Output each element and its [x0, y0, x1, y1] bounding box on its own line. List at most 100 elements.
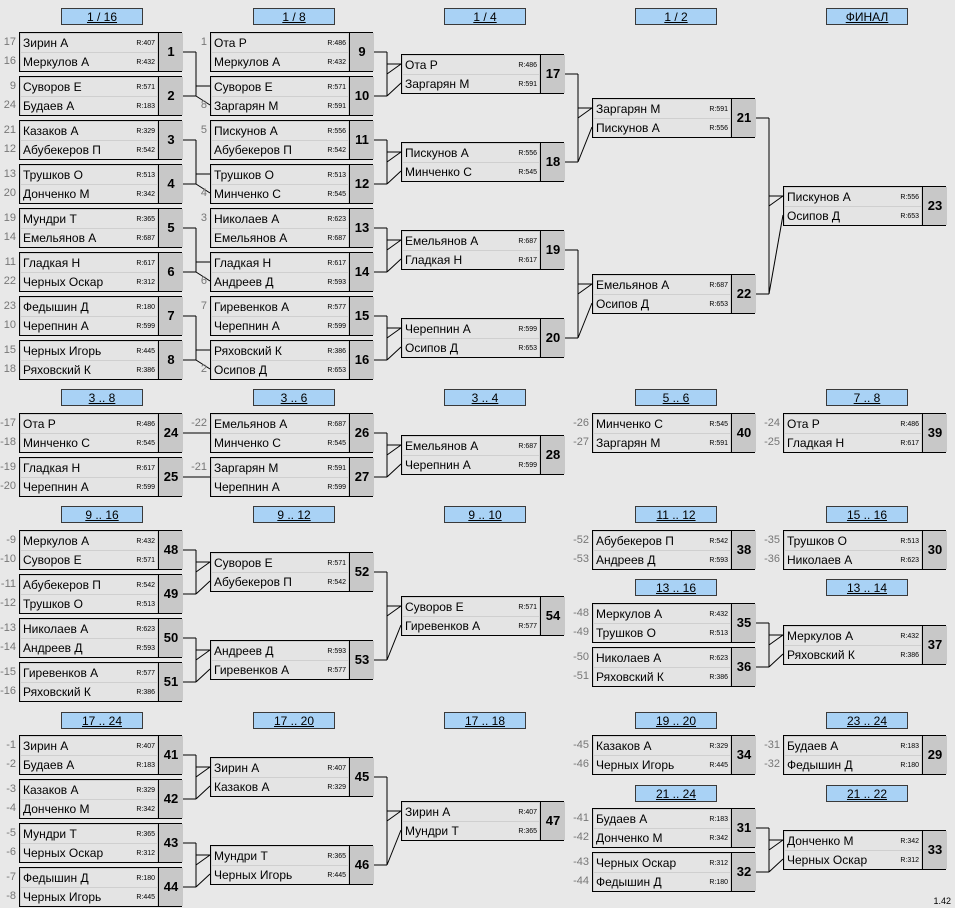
player-row[interactable]: Суворов ЕR:5713	[21, 78, 173, 96]
match-48[interactable]: Меркулов АR:4320Суворов ЕR:571348	[19, 530, 183, 570]
player-row[interactable]: Осипов ДR:6533	[212, 361, 364, 379]
player-row[interactable]: Суворов ЕR:5713	[403, 598, 555, 616]
player-row[interactable]: Гиревенков АR:577W	[212, 661, 366, 679]
match-45[interactable]: Зирин АR:4073Казаков АR:329145	[210, 757, 374, 797]
match-31[interactable]: Будаев АR:1830Донченко МR:342331	[592, 808, 756, 848]
player-row[interactable]: Будаев АR:1830	[594, 810, 746, 828]
player-row[interactable]: Трушков ОR:5130	[212, 166, 364, 184]
player-row[interactable]: Мундри ТR:3653	[212, 847, 364, 865]
match-26[interactable]: Емельянов АR:6873Минченко СR:545026	[210, 413, 374, 453]
player-row[interactable]: Будаев АR:1831	[785, 737, 937, 755]
player-row[interactable]: Осипов ДR:6533	[403, 339, 555, 357]
player-row[interactable]: Андреев ДR:593L	[212, 642, 364, 660]
match-40[interactable]: Минченко СR:545LЗаргарян МR:591W40	[592, 413, 756, 453]
player-row[interactable]: Пискунов АR:5563	[403, 144, 555, 162]
match-1[interactable]: Зирин АR:4072Меркулов АR:43231	[19, 32, 183, 72]
player-row[interactable]: Гладкая НR:6170	[403, 251, 555, 269]
match-52[interactable]: Суворов ЕR:5713Абубекеров ПR:542152	[210, 552, 374, 592]
player-row[interactable]: Гиревенков АR:5770	[403, 617, 555, 635]
player-row[interactable]: Заргарян МR:5912	[594, 100, 746, 118]
match-19[interactable]: Емельянов АR:6873Гладкая НR:617019	[401, 230, 565, 270]
match-28[interactable]: Емельянов АR:6873Черепнин АR:599228	[401, 435, 565, 475]
player-row[interactable]: Суворов ЕR:5713	[21, 551, 173, 569]
match-14[interactable]: Гладкая НR:6173Андреев ДR:593014	[210, 252, 374, 292]
match-21[interactable]: Заргарян МR:5912Пискунов АR:556321	[592, 98, 756, 138]
player-row[interactable]: Заргарян МR:5913	[403, 75, 555, 93]
match-23[interactable]: Пискунов АR:5562Осипов ДR:653323	[783, 186, 947, 226]
player-row[interactable]: Андреев ДR:593W	[21, 639, 175, 657]
match-41[interactable]: Зирин АR:4073Будаев АR:183041	[19, 735, 183, 775]
player-row[interactable]: Трушков ОR:5130	[21, 595, 173, 613]
player-row[interactable]: Черепнин АR:5993	[21, 317, 173, 335]
player-row[interactable]: Емельянов АR:6870	[594, 276, 746, 294]
player-row[interactable]: Ряховский КR:3861	[21, 683, 173, 701]
match-17[interactable]: Ота РR:4862Заргарян МR:591317	[401, 54, 565, 94]
match-16[interactable]: Ряховский КR:3861Осипов ДR:653316	[210, 340, 374, 380]
player-row[interactable]: Николаев АR:623L	[785, 551, 937, 569]
match-29[interactable]: Будаев АR:1831Федышин ДR:180329	[783, 735, 947, 775]
player-row[interactable]: Абубекеров ПR:5420	[212, 141, 364, 159]
player-row[interactable]: Емельянов АR:6873	[403, 437, 555, 455]
match-30[interactable]: Трушков ОR:513WНиколаев АR:623L30	[783, 530, 947, 570]
match-38[interactable]: Абубекеров ПR:542WАндреев ДR:593L38	[592, 530, 756, 570]
match-18[interactable]: Пискунов АR:5563Минченко СR:545218	[401, 142, 565, 182]
match-27[interactable]: Заргарян МR:5911Черепнин АR:599327	[210, 457, 374, 497]
match-39[interactable]: Ота РR:486WГладкая НR:617L39	[783, 413, 947, 453]
match-24[interactable]: Ота РR:4860Минченко СR:545324	[19, 413, 183, 453]
player-row[interactable]: Гиревенков АR:5773	[21, 664, 173, 682]
player-row[interactable]: Черепнин АR:5993	[212, 317, 364, 335]
player-row[interactable]: Мундри ТR:3652	[403, 822, 555, 840]
player-row[interactable]: Трушков ОR:513W	[785, 532, 939, 550]
player-row[interactable]: Гиревенков АR:5771	[212, 298, 364, 316]
player-row[interactable]: Емельянов АR:6873	[212, 415, 364, 433]
match-4[interactable]: Трушков ОR:5133Донченко МR:34204	[19, 164, 183, 204]
player-row[interactable]: Пискунов АR:5563	[212, 122, 364, 140]
player-row[interactable]: Черепнин АR:5990	[403, 320, 555, 338]
match-5[interactable]: Мундри ТR:3650Емельянов АR:68735	[19, 208, 183, 248]
player-row[interactable]: Донченко МR:3420	[21, 800, 173, 818]
match-20[interactable]: Черепнин АR:5990Осипов ДR:653320	[401, 318, 565, 358]
player-row[interactable]: Федышин ДR:1800	[21, 298, 173, 316]
player-row[interactable]: Зирин АR:4073	[403, 803, 555, 821]
player-row[interactable]: Казаков АR:3293	[21, 781, 173, 799]
match-35[interactable]: Меркулов АR:4323Трушков ОR:513235	[592, 603, 756, 643]
match-9[interactable]: Ота РR:4863Меркулов АR:43209	[210, 32, 374, 72]
player-row[interactable]: Ота РR:486W	[785, 415, 939, 433]
player-row[interactable]: Мундри ТR:3650	[21, 210, 173, 228]
player-row[interactable]: Гладкая НR:617L	[785, 434, 937, 452]
player-row[interactable]: Минченко СR:5450	[212, 434, 364, 452]
player-row[interactable]: Меркулов АR:4323	[594, 605, 746, 623]
player-row[interactable]: Черепнин АR:5993	[21, 478, 173, 496]
player-row[interactable]: Меркулов АR:4320	[212, 53, 364, 71]
match-15[interactable]: Гиревенков АR:5771Черепнин АR:599315	[210, 296, 374, 336]
player-row[interactable]: Федышин ДR:1800	[21, 869, 173, 887]
player-row[interactable]: Меркулов АR:4323	[21, 53, 173, 71]
match-47[interactable]: Зирин АR:4073Мундри ТR:365247	[401, 801, 565, 841]
player-row[interactable]: Федышин ДR:1800	[594, 873, 746, 891]
match-49[interactable]: Абубекеров ПR:5423Трушков ОR:513049	[19, 574, 183, 614]
player-row[interactable]: Абубекеров ПR:542W	[594, 532, 748, 550]
